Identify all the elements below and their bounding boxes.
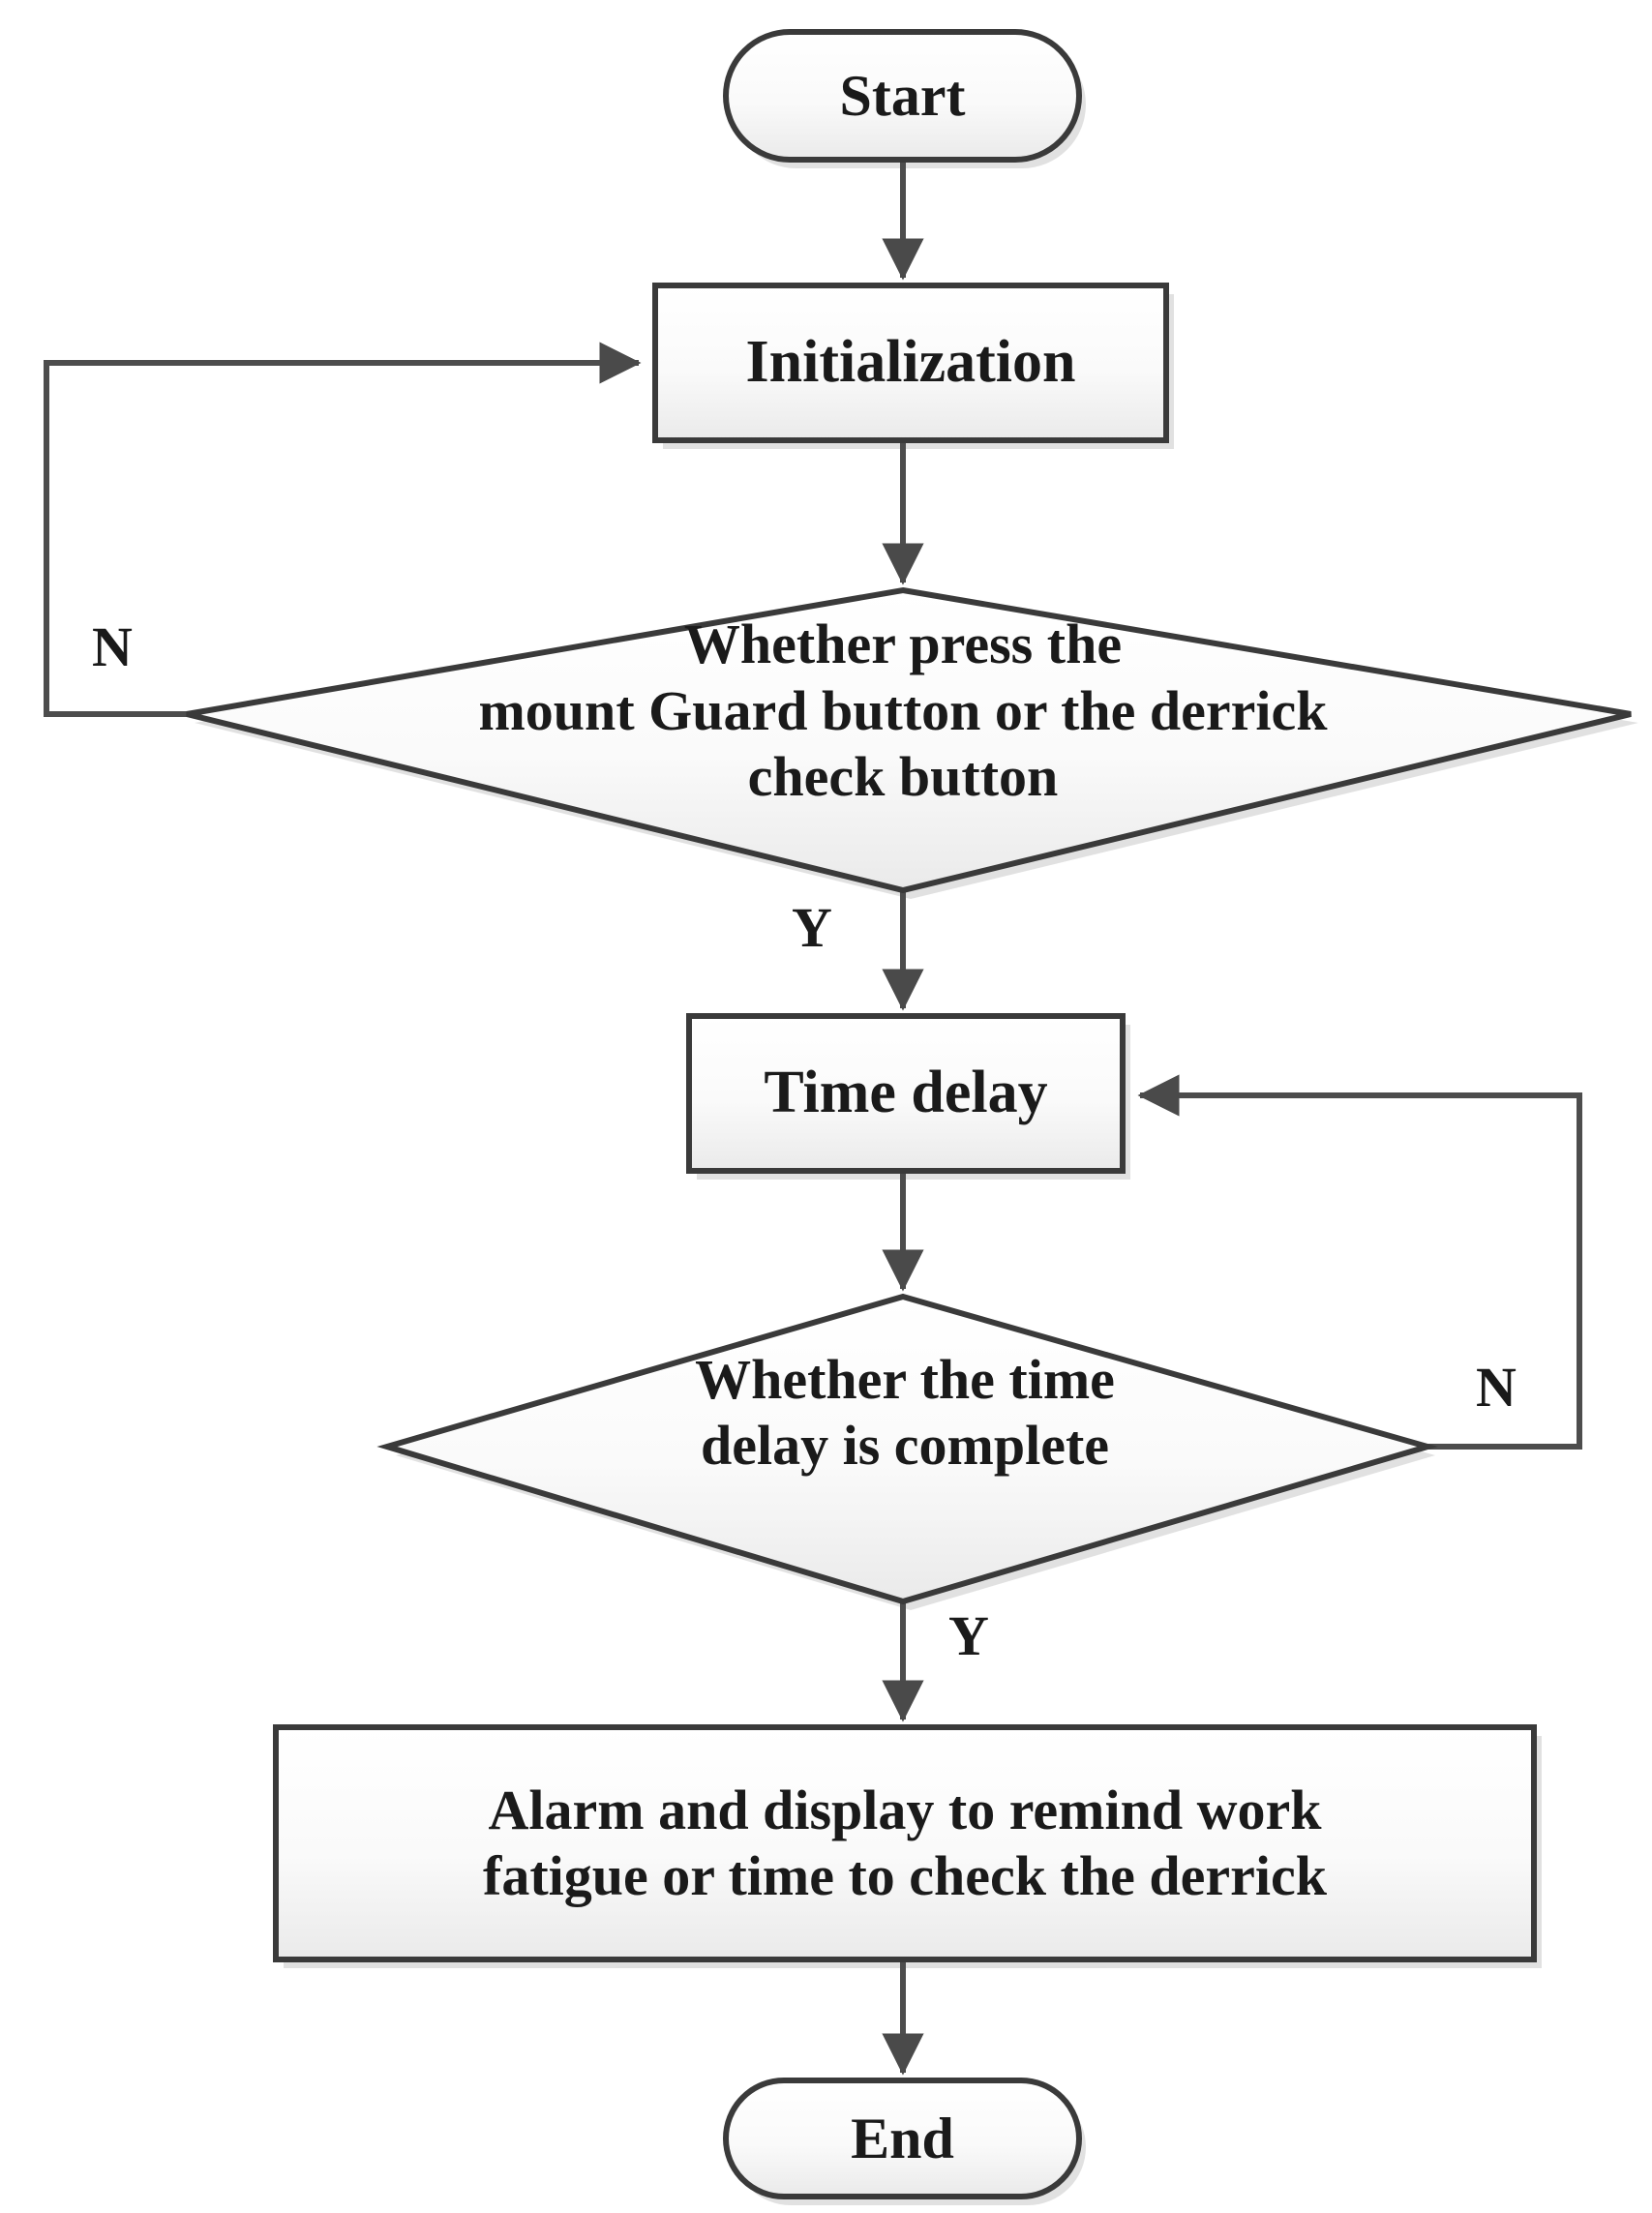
node-shape-timedelay	[686, 1013, 1126, 1174]
node-shape-decision2	[376, 1293, 1438, 1605]
node-shape-decision1	[186, 586, 1632, 894]
edge-label-yes-press-button: Y	[792, 896, 832, 959]
edge-decision2-no-to-timedelay	[1137, 1074, 1582, 1450]
node-shapes	[186, 29, 1632, 2199]
edge-label-yes-delay-complete: Y	[948, 1604, 989, 1667]
edge-label-no-delay-complete: N	[1476, 1356, 1517, 1419]
edge-decision1-no-to-init	[44, 342, 642, 717]
connectors	[44, 160, 1582, 2076]
edge-label-no-press-button: N	[92, 615, 133, 678]
node-shape-end	[723, 2078, 1082, 2199]
node-shape-init	[652, 283, 1169, 443]
node-shape-start	[723, 29, 1082, 163]
node-shape-alarm	[273, 1724, 1537, 1962]
